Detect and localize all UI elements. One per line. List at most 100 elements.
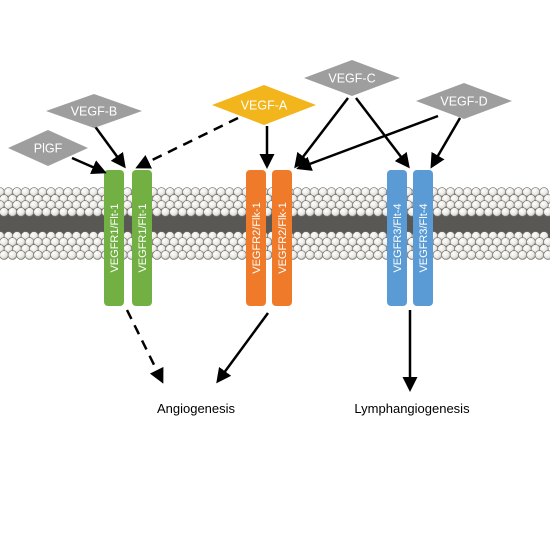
arrow-vegfc-to-vegfr3: [355, 97, 410, 169]
lipid-bead: [322, 250, 332, 260]
arrow-vegfr1-to-angiogenesis-dashed: [125, 309, 164, 384]
lipid-bead: [296, 207, 307, 217]
vegf-b-ligand[interactable]: VEGF-B: [46, 94, 142, 128]
lipid-bead: [373, 250, 383, 260]
lipid-bead: [449, 250, 460, 260]
lipid-bead: [41, 250, 52, 260]
vegfr1-dimer[interactable]: VEGFR1/Flt-1 VEGFR1/Flt-1: [104, 170, 152, 306]
vegfr2-dimer[interactable]: VEGFR2/Flk-1 VEGFR2/Flk-1: [246, 170, 292, 306]
plgf-ligand[interactable]: PlGF: [8, 130, 88, 166]
vegf-c-ligand[interactable]: VEGF-C: [304, 60, 400, 96]
lipid-bead: [296, 250, 307, 260]
arrow-vegfc-to-vegfr2: [294, 97, 349, 169]
lipid-bead: [356, 250, 366, 260]
vegfr1-left-label: VEGFR1/Flt-1: [109, 203, 121, 272]
lipid-bead: [313, 250, 324, 260]
lipid-bead: [50, 207, 60, 217]
vegfr2-right-label: VEGFR2/Flk-1: [277, 202, 289, 274]
lipid-bead: [500, 207, 511, 217]
lipid-bead: [449, 207, 460, 217]
lipid-bead: [24, 250, 35, 260]
lipid-bead: [432, 207, 443, 217]
lymphangiogenesis-label: Lymphangiogenesis: [354, 401, 470, 416]
arrow-vegfb-to-vegfr1: [92, 124, 126, 169]
ligands: VEGF-B PlGF VEGF-A VEGF-C VEGF-D: [8, 60, 512, 166]
lipid-bead: [322, 207, 332, 217]
lipid-bead: [539, 200, 549, 210]
lipid-bead: [7, 207, 18, 217]
lipid-bead: [0, 207, 9, 217]
arrows: [71, 97, 462, 392]
vegfr3-dimer[interactable]: VEGFR3/Flt-4 VEGFR3/Flt-4: [387, 170, 433, 306]
lipid-bead: [33, 250, 43, 260]
lipid-bead: [92, 207, 103, 217]
lipid-bead: [492, 250, 502, 260]
lipid-bead: [24, 207, 35, 217]
lipid-bead: [152, 207, 162, 217]
lipid-bead: [534, 250, 545, 260]
arrow-vegfd-to-vegfr3: [430, 117, 462, 169]
lipid-bead: [330, 207, 341, 217]
lipid-bead: [526, 250, 536, 260]
lipid-bead: [509, 250, 519, 260]
lipid-bead: [203, 207, 213, 217]
lipid-bead: [475, 207, 485, 217]
lipid-bead: [169, 250, 179, 260]
lipid-bead: [58, 250, 69, 260]
arrow-vegfr2-to-angiogenesis: [216, 312, 270, 384]
arrow-vegfa-to-vegfr1-dashed: [135, 116, 239, 169]
vegf-b-diamond: [46, 94, 142, 128]
lipid-bead: [160, 207, 171, 217]
lipid-bead: [364, 207, 375, 217]
lipid-bead: [517, 250, 528, 260]
vegf-c-diamond: [304, 60, 400, 96]
vegfr1-right-label: VEGFR1/Flt-1: [137, 203, 149, 272]
lipid-bead: [483, 207, 494, 217]
vegf-a-ligand[interactable]: VEGF-A: [212, 85, 316, 125]
lipid-bead: [432, 250, 443, 260]
lipid-bead: [517, 207, 528, 217]
lipid-bead: [543, 237, 550, 247]
lipid-bead: [492, 207, 502, 217]
vegfr3-left-label: VEGFR3/Flt-4: [392, 203, 404, 272]
lipid-bead: [220, 207, 230, 217]
lipid-bead: [203, 250, 213, 260]
lipid-bead: [339, 207, 349, 217]
vegf-d-label: VEGF-D: [440, 95, 487, 109]
lipid-bead: [67, 207, 77, 217]
vegfr1-right-bar: [132, 170, 152, 306]
lipid-bead: [475, 250, 485, 260]
vegf-c-label: VEGF-C: [328, 72, 375, 86]
vegf-d-ligand[interactable]: VEGF-D: [416, 83, 512, 119]
lipid-bead: [0, 250, 9, 260]
lipid-bead: [347, 250, 358, 260]
lipid-bead: [75, 207, 86, 217]
vegfr3-right-bar: [413, 170, 433, 306]
angiogenesis-label: Angiogenesis: [157, 401, 236, 416]
lipid-bead: [526, 207, 536, 217]
lipid-bead: [152, 250, 162, 260]
arrow-plgf-to-vegfr1: [71, 156, 107, 175]
lipid-bead: [539, 187, 549, 197]
vegf-b-label: VEGF-B: [71, 105, 118, 119]
lipid-bead: [194, 207, 205, 217]
vegfr1-left-bar: [104, 170, 124, 306]
lipid-bead: [58, 207, 69, 217]
lipid-bead: [220, 250, 230, 260]
lipid-bead: [67, 250, 77, 260]
lipid-bead: [543, 250, 550, 260]
lipid-bead: [92, 250, 103, 260]
lipid-bead: [16, 250, 26, 260]
plgf-label: PlGF: [34, 142, 63, 156]
lipid-bead: [211, 207, 222, 217]
lipid-bead: [228, 207, 239, 217]
lipid-bead: [228, 250, 239, 260]
lipid-bead: [186, 250, 196, 260]
lipid-bead: [75, 250, 86, 260]
lipid-bead: [169, 207, 179, 217]
lipid-bead: [373, 207, 383, 217]
receptors: VEGFR1/Flt-1 VEGFR1/Flt-1 VEGFR2/Flk-1 V…: [104, 170, 433, 306]
lipid-bead: [466, 250, 477, 260]
lipid-bead: [305, 250, 315, 260]
